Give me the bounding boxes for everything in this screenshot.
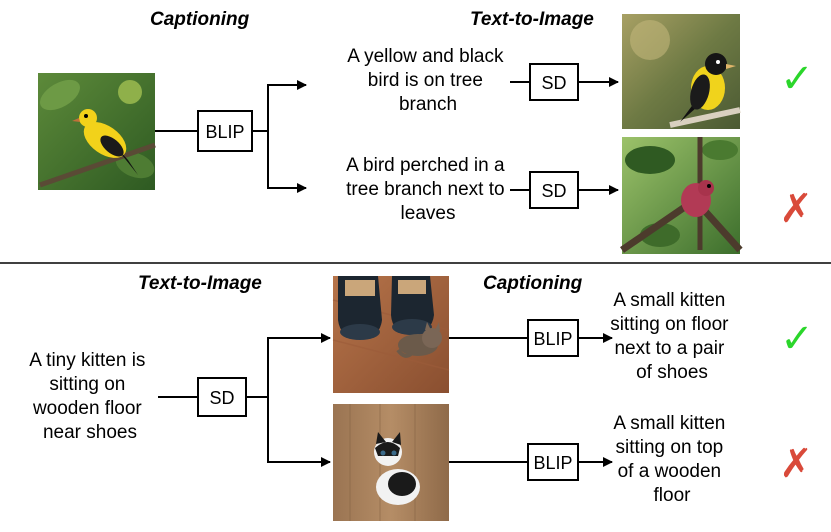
- heading-captioning-top: Captioning: [150, 9, 250, 30]
- cross-mark-top: ✗: [779, 186, 813, 232]
- sd-label-bottom: SD: [209, 388, 234, 408]
- blip-label-top: BLIP: [205, 122, 244, 142]
- generated-red-bird-image: [620, 137, 743, 254]
- prompt-text: A tiny kitten is sitting on wooden floor…: [29, 350, 150, 443]
- check-mark-top: ✓: [780, 56, 814, 102]
- heading-text-to-image-bottom: Text-to-Image: [138, 273, 262, 294]
- generated-kitten-wood-image: [333, 404, 449, 521]
- sd-label-top-1: SD: [541, 73, 566, 93]
- blip-label-bottom-2: BLIP: [533, 453, 572, 473]
- input-bird-image: [38, 73, 156, 190]
- sd-box-top-2: [529, 171, 579, 209]
- caption-1-top: A yellow and black bird is on tree branc…: [347, 46, 509, 115]
- check-mark-bottom: ✓: [780, 316, 814, 362]
- heading-captioning-bottom: Captioning: [483, 273, 583, 294]
- blip-box-bottom-2: [527, 443, 579, 481]
- caption-2-bottom: A small kitten sitting on top of a woode…: [613, 413, 730, 506]
- caption-2-top: A bird perched in a tree branch next to …: [346, 155, 510, 224]
- sd-label-top-2: SD: [541, 181, 566, 201]
- sd-box-bottom: [197, 377, 247, 417]
- generated-kitten-shoes-image: [332, 276, 450, 393]
- cross-mark-bottom: ✗: [779, 441, 813, 487]
- blip-box-bottom-1: [527, 319, 579, 357]
- heading-text-to-image-top: Text-to-Image: [470, 9, 594, 30]
- blip-label-bottom-1: BLIP: [533, 329, 572, 349]
- caption-1-bottom: A small kitten sitting on floor next to …: [610, 290, 734, 383]
- generated-yellow-bird-image: [622, 14, 741, 129]
